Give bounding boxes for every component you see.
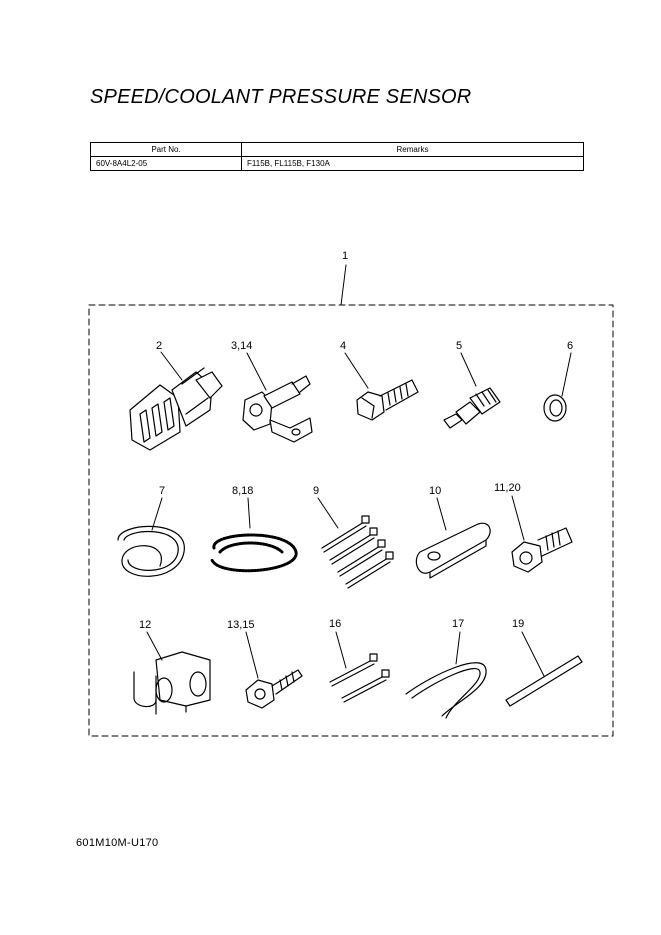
rod-drawing	[505, 631, 583, 707]
callout-4: 4	[340, 340, 347, 352]
callout-8-18: 8,18	[232, 485, 254, 497]
callout-10: 10	[429, 485, 442, 497]
hose-loop-drawing	[405, 631, 487, 719]
washer-drawing	[543, 352, 572, 422]
callout-9: 9	[313, 485, 320, 497]
elbow-fitting-drawing	[242, 352, 313, 443]
hose-fitting-drawing	[511, 495, 573, 573]
callout-2: 2	[156, 340, 163, 352]
hose-clamp-drawing	[133, 631, 211, 715]
callout-6: 6	[567, 340, 574, 352]
page-title: SPEED/COOLANT PRESSURE SENSOR	[90, 86, 472, 108]
callout-12: 12	[139, 619, 152, 631]
tapping-bolt-drawing	[245, 631, 303, 709]
kit-boundary	[88, 304, 614, 737]
callout-11-20: 11,20	[494, 482, 521, 494]
callout-7: 7	[159, 485, 166, 497]
callout-5: 5	[456, 340, 463, 352]
parts-table: Part No. Remarks 60V-8A4L2-05 F115B, FL1…	[90, 142, 584, 171]
cell-remarks: F115B, FL115B, F130A	[241, 156, 584, 171]
callout-17: 17	[452, 618, 465, 630]
pressure-sensor-drawing	[129, 351, 223, 451]
callout-13-15: 13,15	[227, 619, 255, 631]
callout-19: 19	[512, 618, 525, 630]
footer-code: 601M10M-U170	[76, 837, 159, 849]
bracket-plate-drawing	[415, 497, 491, 579]
leader-1	[340, 264, 347, 306]
cable-ties-drawing	[317, 497, 394, 589]
callout-3-14: 3,14	[231, 340, 253, 352]
small-cable-ties-drawing	[329, 631, 390, 703]
table-header-row: Part No. Remarks	[90, 142, 584, 157]
flange-bolt-drawing	[344, 352, 419, 421]
table-row: 60V-8A4L2-05 F115B, FL115B, F130A	[90, 156, 584, 171]
corrugated-tube-drawing	[210, 497, 298, 573]
callout-1: 1	[342, 250, 349, 262]
hose-coil-drawing	[117, 497, 185, 577]
water-fitting-drawing	[443, 352, 501, 429]
callout-16: 16	[329, 618, 342, 630]
